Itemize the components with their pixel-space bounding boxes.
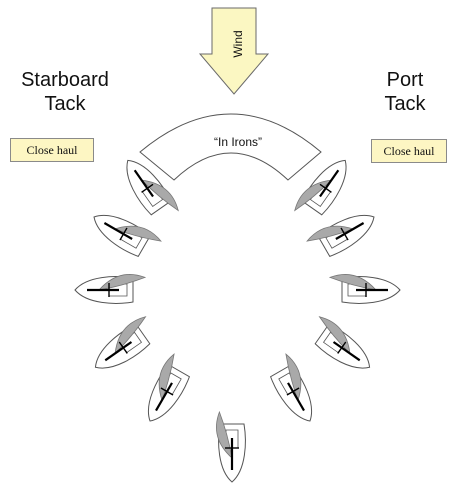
boat-sail xyxy=(328,274,378,291)
in-irons-label: “In Irons” xyxy=(214,135,262,149)
boat-l2 xyxy=(93,215,162,258)
boat-r3 xyxy=(328,274,401,304)
port-heading-line1: Port xyxy=(386,69,424,91)
boat-sail xyxy=(318,316,351,355)
boat-crossbar xyxy=(160,387,174,396)
starboard-tack-heading: Starboard Tack xyxy=(10,68,120,116)
in-irons-zone: “In Irons” xyxy=(139,113,322,181)
boat-r2 xyxy=(306,215,375,258)
boat-sail xyxy=(114,316,147,355)
boat-b xyxy=(216,410,246,483)
starboard-heading-line2: Tack xyxy=(44,93,86,115)
boat-crossbar xyxy=(337,341,347,354)
boat-crossbar xyxy=(119,227,128,241)
wind-label: Wind xyxy=(231,30,245,57)
boat-crossbar xyxy=(340,227,349,241)
boat-l4 xyxy=(94,316,151,369)
boat-l5 xyxy=(148,353,191,422)
wind-arrow: Wind xyxy=(198,7,270,95)
port-tack-heading: Port Tack xyxy=(360,68,450,116)
boat-mast xyxy=(155,382,173,412)
boat-mast xyxy=(287,382,305,412)
boat-r1 xyxy=(294,159,347,216)
boat-l3 xyxy=(74,274,147,304)
boat-crossbar xyxy=(319,183,332,193)
starboard-heading-line1: Starboard xyxy=(21,69,109,91)
boat-crossbar xyxy=(286,387,300,396)
boat-mast xyxy=(319,169,340,198)
boats-layer xyxy=(74,159,401,483)
close-haul-right-label: Close haul xyxy=(371,139,447,163)
boat-r4 xyxy=(314,316,371,369)
boat-mast xyxy=(104,341,133,362)
boat-sail xyxy=(140,179,179,212)
boat-sail xyxy=(216,410,233,460)
close-haul-left-label: Close haul xyxy=(10,138,94,162)
boat-crossbar xyxy=(141,183,154,193)
boat-mast xyxy=(133,169,154,198)
boat-mast xyxy=(335,222,365,240)
boat-l1 xyxy=(126,159,179,216)
boat-sail xyxy=(97,274,147,291)
boat-sail xyxy=(294,179,333,212)
boat-crossbar xyxy=(118,341,128,354)
boat-mast xyxy=(103,222,133,240)
port-heading-line2: Tack xyxy=(384,93,426,115)
boat-r5 xyxy=(269,353,312,422)
boat-mast xyxy=(332,341,361,362)
